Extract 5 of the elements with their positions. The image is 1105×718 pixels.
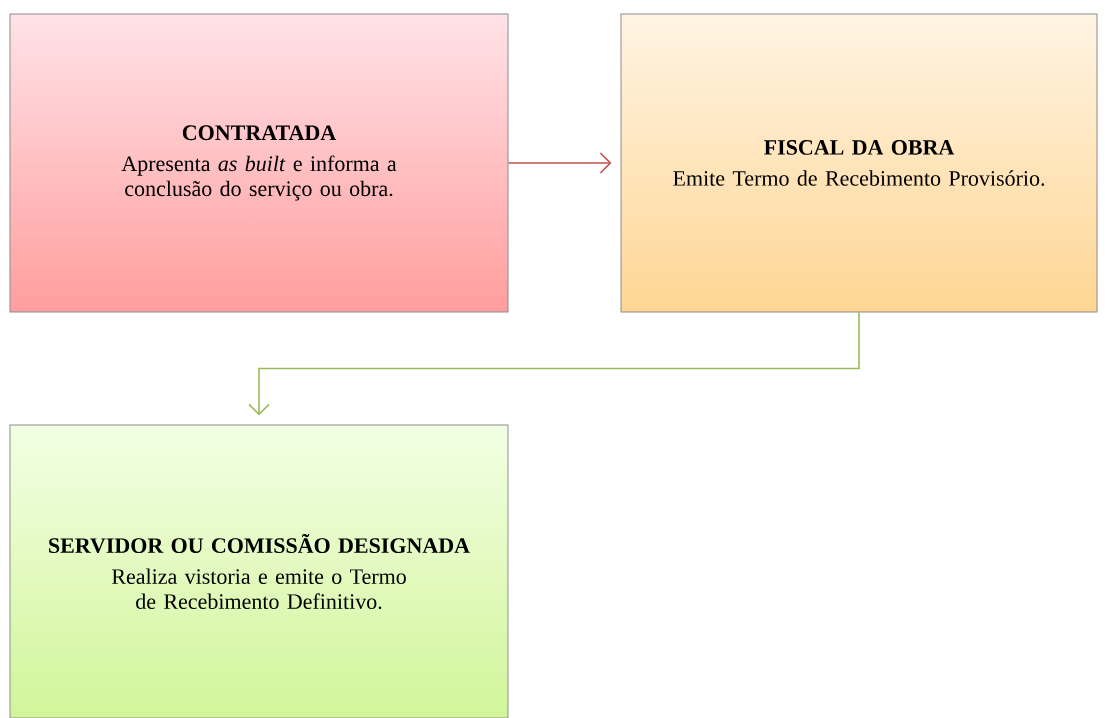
process-box: FISCAL DA OBRA Emite Termo de Recebimento Provisório. xyxy=(620,13,1098,313)
process-box: SERVIDOR OU COMISSÃO DESIGNADA Realiza vistoria e emite o Termo de Recebimento Definitivo. xyxy=(9,424,509,718)
arrow xyxy=(507,152,612,174)
process-box: CONTRATADA Apresenta as built e informa a conclusão do serviço ou obra. xyxy=(9,13,509,313)
arrow xyxy=(248,311,860,416)
